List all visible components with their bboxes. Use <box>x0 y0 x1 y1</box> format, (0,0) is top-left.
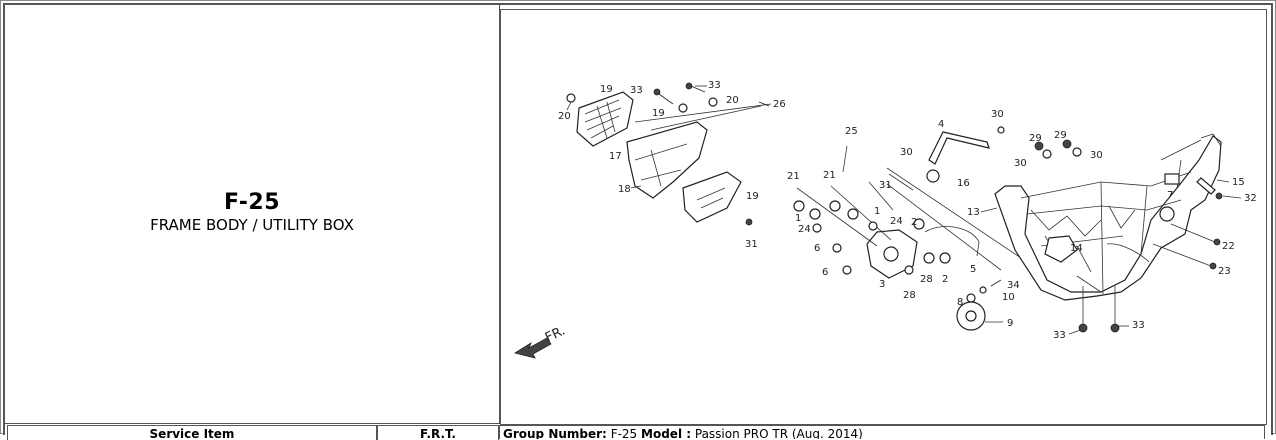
model-label: Model : <box>641 427 692 439</box>
bracket-part-4 <box>926 126 1005 183</box>
info-table-header-row: Service Item F.R.T. Group Number: F-25 M… <box>5 425 1271 440</box>
callout-21-a: 21 <box>787 171 800 182</box>
page-code: F-25 <box>223 190 281 215</box>
callout-25: 25 <box>845 126 858 137</box>
callout-6-b: 6 <box>822 267 828 278</box>
callout-24-b: 24 <box>890 216 903 227</box>
steering-stem-assembly <box>793 145 1022 279</box>
callout-15: 17 <box>609 151 622 162</box>
callout-13: 15 <box>1232 177 1245 188</box>
callout-2-a: 2 <box>911 217 917 228</box>
callout-33-c: 33 <box>1053 330 1066 341</box>
callout-10: 10 <box>1002 292 1015 303</box>
grommets <box>1034 139 1082 159</box>
callout-30-b: 30 <box>900 147 913 158</box>
diagram-svg: FR. <box>513 80 1257 359</box>
callout-19-b: 20 <box>726 95 739 106</box>
title-cell: F-25 FRAME BODY / UTILITY BOX <box>5 5 500 424</box>
model-value: Passion PRO TR (Aug. 2014) <box>694 427 863 439</box>
callout-31-a: 31 <box>745 239 758 250</box>
callout-22: 22 <box>1222 241 1235 252</box>
callout-4: 4 <box>938 119 944 130</box>
frt-header: F.R.T. <box>377 425 499 440</box>
callout-16: 18 <box>618 184 631 195</box>
callout-33-a: 33 <box>630 85 643 96</box>
callout-29-a: 30 <box>1014 158 1027 169</box>
callout-5: 5 <box>970 264 976 275</box>
callout-23: 23 <box>1218 266 1231 277</box>
frame-bolts <box>1078 223 1221 333</box>
group-model-info: Group Number: F-25 Model : Passion PRO T… <box>499 425 1265 439</box>
title-block: F-25 FRAME BODY / UTILITY BOX <box>5 191 499 235</box>
callout-32: 32 <box>1244 193 1257 204</box>
callout-3: 3 <box>879 279 885 290</box>
callout-19-a: 19 <box>652 108 665 119</box>
page-title: FRAME BODY / UTILITY BOX <box>150 216 354 234</box>
callout-26: 26 <box>773 99 786 110</box>
service-item-header: Service Item <box>7 425 377 440</box>
callout-31-b: 31 <box>879 180 892 191</box>
callout-12: 14 <box>1070 243 1083 254</box>
callout-8: 8 <box>957 297 963 308</box>
callout-1-b: 1 <box>874 206 880 217</box>
callout-33-b: 33 <box>708 80 721 91</box>
horn-part-9 <box>956 279 1002 331</box>
callout-27-a: 28 <box>920 274 933 285</box>
callout-7: 7 <box>1167 190 1173 201</box>
callout-21-b: 21 <box>823 170 836 181</box>
exploded-parts-diagram: FR. <box>500 9 1267 425</box>
callout-labels: 20 19 33 33 19 20 26 17 18 19 31 25 4 <box>558 80 1257 341</box>
group-number-label: Group Number: <box>503 427 607 439</box>
callout-29-b: 30 <box>1090 150 1103 161</box>
callout-30-a: 30 <box>991 109 1004 120</box>
callout-33-d: 33 <box>1132 320 1145 331</box>
group-number-value: F-25 <box>610 427 638 439</box>
callout-24-a: 24 <box>798 224 811 235</box>
main-frame <box>994 133 1223 301</box>
callout-14: 16 <box>957 178 970 189</box>
callout-6-a: 6 <box>814 243 820 254</box>
callout-17: 19 <box>600 84 613 95</box>
callout-28-a: 29 <box>1029 133 1042 144</box>
callout-28-b: 29 <box>1054 130 1067 141</box>
parts-catalog-frame: F-25 FRAME BODY / UTILITY BOX FR. <box>3 3 1273 440</box>
utility-box-assembly <box>576 91 772 223</box>
front-direction-arrow: FR. <box>513 324 568 359</box>
callout-18: 19 <box>746 191 759 202</box>
callout-1-a: 1 <box>795 213 801 224</box>
callout-20: 20 <box>558 111 571 122</box>
fasteners-top <box>566 82 770 226</box>
callout-2-b: 2 <box>942 274 948 285</box>
callout-9: 9 <box>1007 318 1013 329</box>
callout-34: 34 <box>1007 280 1020 291</box>
callout-11: 13 <box>967 207 980 218</box>
callout-27-b: 28 <box>903 290 916 301</box>
